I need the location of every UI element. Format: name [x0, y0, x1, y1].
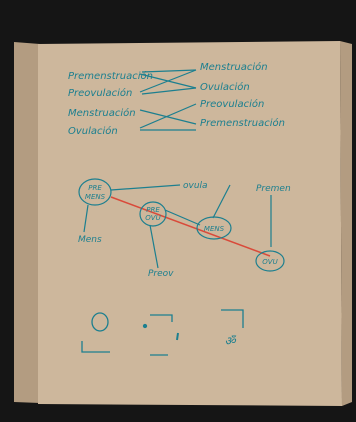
node-preovu: PRE OVU [139, 201, 167, 227]
left-word-4: Ovulación [68, 125, 118, 137]
right-page-edge [340, 41, 352, 406]
left-word-list: Premenstruación Preovulación Menstruació… [68, 70, 153, 137]
left-word-2: Preovulación [68, 87, 132, 99]
svg-text:OVU: OVU [145, 214, 160, 222]
notebook-page [38, 41, 342, 406]
matching-arrows [139, 69, 197, 131]
svg-text:MENS: MENS [204, 225, 225, 233]
red-line [110, 196, 271, 257]
svg-text:MENS: MENS [85, 193, 106, 201]
node-premens: PRE MENS [78, 178, 112, 206]
left-page [14, 42, 40, 403]
label-preov: Preov [148, 269, 174, 279]
node-ovu: OVU [255, 250, 285, 272]
svg-text:OVU: OVU [262, 258, 277, 266]
left-word-3: Menstruación [68, 107, 136, 119]
right-word-1: Menstruación [200, 61, 268, 73]
om-symbol: ॐ [225, 334, 237, 348]
svg-text:PRE: PRE [146, 206, 160, 214]
bottom-sketches [81, 309, 244, 356]
svg-text:PRE: PRE [88, 184, 102, 192]
node-mens: MENS [196, 216, 232, 240]
right-word-2: Ovulación [200, 81, 250, 93]
right-word-3: Preovulación [200, 98, 264, 110]
right-word-list: Menstruación Ovulación Preovulación Prem… [200, 61, 285, 129]
label-premen: Premen [256, 184, 291, 194]
left-word-1: Premenstruación [68, 70, 153, 82]
right-word-4: Premenstruación [200, 117, 285, 129]
label-mens: Mens [78, 235, 102, 245]
cycle-diagram: PRE MENS PRE OVU MENS OVU ovula Premen M… [78, 178, 291, 279]
label-ovula: ovula [183, 181, 208, 191]
